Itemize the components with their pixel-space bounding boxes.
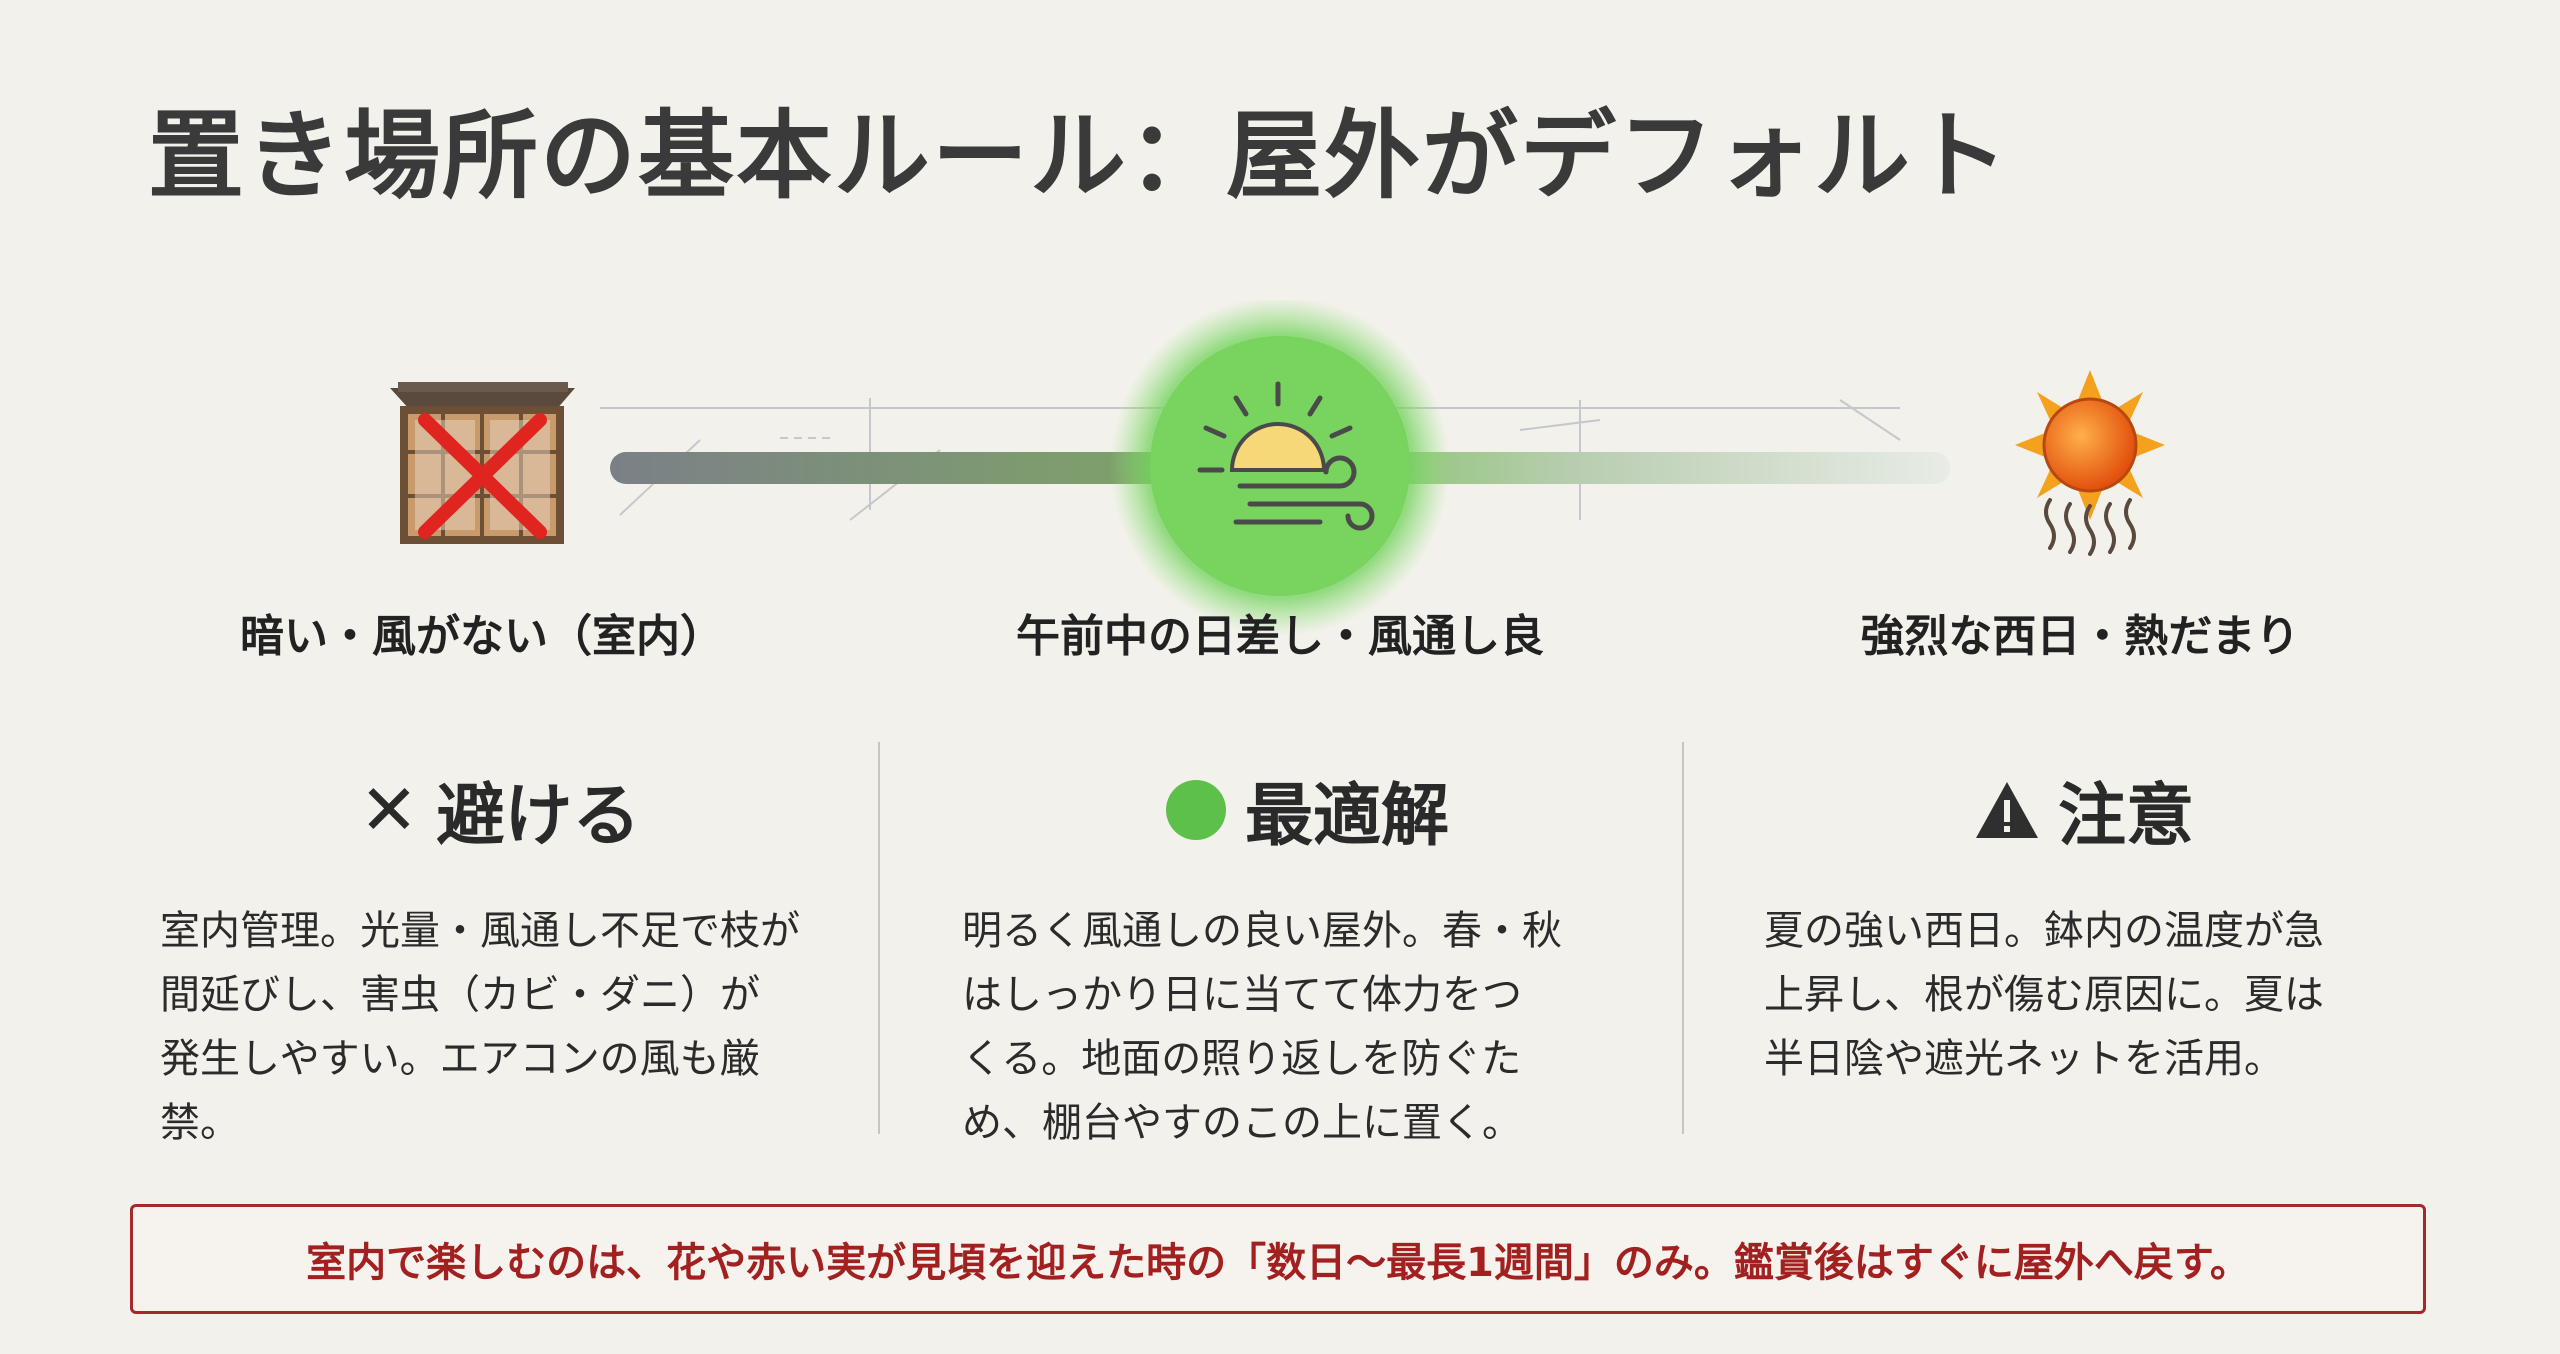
body-line: はしっかり日に当てて体力をつ bbox=[962, 972, 1522, 1018]
column-avoid: ✕ 避ける 室内管理。光量・風通し不足で枝が 間延びし、害虫（カビ・ダニ）が 発… bbox=[160, 760, 840, 1155]
green-dot-icon bbox=[1165, 779, 1226, 840]
important-note: 室内で楽しむのは、花や赤い実が見頃を迎えた時の「数日〜最長1週間」のみ。鑑賞後は… bbox=[130, 1204, 2426, 1314]
crossed-house-icon bbox=[390, 382, 575, 544]
x-icon: ✕ bbox=[359, 768, 419, 851]
warning-icon bbox=[1975, 781, 2038, 838]
body-line: 間延びし、害虫（カビ・ダニ）が bbox=[160, 972, 760, 1018]
column-caution-heading: 注意 bbox=[1764, 760, 2404, 859]
column-caution-body: 夏の強い西日。鉢内の温度が急 上昇し、根が傷む原因に。夏は 半日陰や遮光ネットを… bbox=[1764, 899, 2404, 1091]
heading-text: 最適解 bbox=[1244, 777, 1449, 856]
body-line: 明るく風通しの良い屋外。春・秋 bbox=[962, 908, 1562, 954]
column-divider bbox=[878, 742, 880, 1134]
column-avoid-body: 室内管理。光量・風通し不足で枝が 間延びし、害虫（カビ・ダニ）が 発生しやすい。… bbox=[160, 899, 840, 1155]
column-optimal-body: 明るく風通しの良い屋外。春・秋 はしっかり日に当てて体力をつ くる。地面の照り返… bbox=[962, 899, 1652, 1155]
scale-label-indoor: 暗い・風がない（室内） bbox=[240, 611, 724, 662]
body-line: くる。地面の照り返しを防ぐた bbox=[962, 1036, 1522, 1082]
column-optimal-heading: 最適解 bbox=[962, 760, 1652, 859]
column-divider bbox=[1682, 742, 1684, 1134]
body-line: め、棚台やすのこの上に置く。 bbox=[962, 1100, 1522, 1146]
heading-text: 注意 bbox=[2057, 777, 2194, 856]
body-line: 半日陰や遮光ネットを活用。 bbox=[1764, 1036, 2284, 1082]
body-line: 夏の強い西日。鉢内の温度が急 bbox=[1764, 908, 2324, 954]
body-line: 禁。 bbox=[160, 1100, 240, 1146]
page-title: 置き場所の基本ルール：屋外がデフォルト bbox=[148, 100, 2010, 212]
scale-label-hot: 強烈な西日・熱だまり bbox=[1860, 611, 2300, 662]
column-caution: 注意 夏の強い西日。鉢内の温度が急 上昇し、根が傷む原因に。夏は 半日陰や遮光ネ… bbox=[1764, 760, 2404, 1091]
hot-sun-icon bbox=[2015, 370, 2165, 556]
column-avoid-heading: ✕ 避ける bbox=[160, 760, 840, 859]
scale-label-optimal: 午前中の日差し・風通し良 bbox=[1016, 611, 1544, 662]
sun-wind-icon bbox=[1110, 300, 1450, 636]
body-line: 室内管理。光量・風通し不足で枝が bbox=[160, 908, 800, 954]
important-note-text: 室内で楽しむのは、花や赤い実が見頃を迎えた時の「数日〜最長1週間」のみ。鑑賞後は… bbox=[306, 1240, 2250, 1286]
body-line: 上昇し、根が傷む原因に。夏は bbox=[1764, 972, 2324, 1018]
body-line: 発生しやすい。エアコンの風も厳 bbox=[160, 1036, 760, 1082]
heading-text: 避ける bbox=[436, 777, 641, 856]
column-optimal: 最適解 明るく風通しの良い屋外。春・秋 はしっかり日に当てて体力をつ くる。地面… bbox=[962, 760, 1652, 1155]
placement-scale bbox=[390, 300, 2165, 636]
